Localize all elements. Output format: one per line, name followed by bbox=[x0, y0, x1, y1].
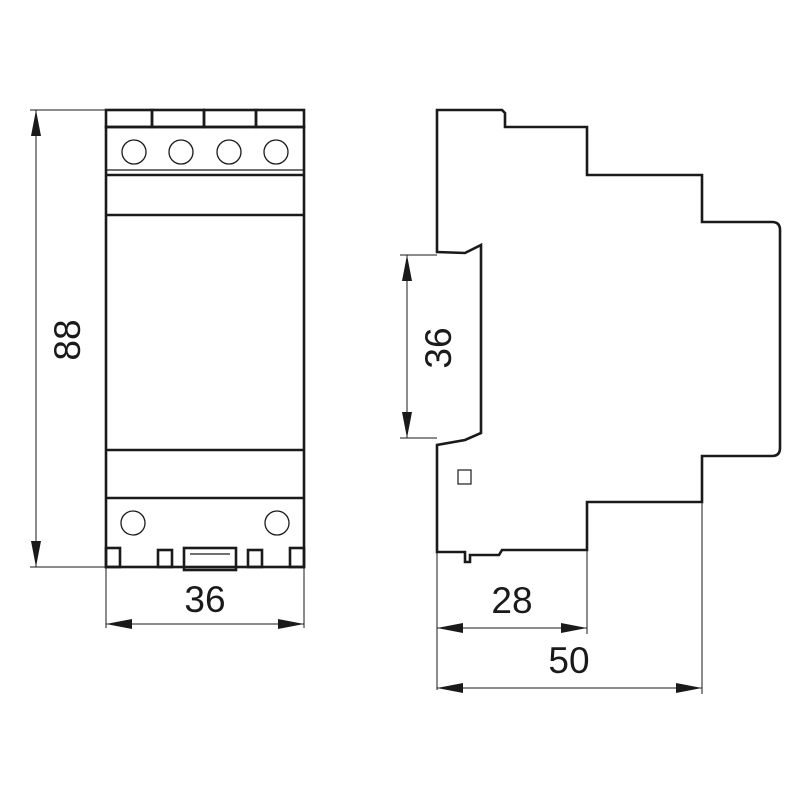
front-width-label: 36 bbox=[184, 579, 225, 620]
side-depth-front-dimension: 28 bbox=[436, 550, 588, 690]
top-terminal-tabs bbox=[104, 108, 306, 129]
terminal-screw-icon bbox=[216, 139, 242, 165]
side-depth-total-dimension: 50 bbox=[437, 502, 703, 694]
terminal-screw-icon bbox=[263, 139, 289, 165]
front-view bbox=[104, 108, 306, 572]
front-height-dimension: 88 bbox=[30, 109, 106, 568]
front-width-dimension: 36 bbox=[105, 567, 305, 629]
rail-height-dimension: 36 bbox=[400, 254, 459, 439]
front-body-outline bbox=[104, 125, 306, 569]
bottom-feet bbox=[104, 546, 306, 572]
rail-height-label: 36 bbox=[418, 327, 459, 368]
side-depth-total-label: 50 bbox=[548, 640, 589, 681]
terminal-screw-icon bbox=[121, 139, 147, 165]
terminal-screw-icon bbox=[264, 510, 290, 536]
terminal-screw-icon bbox=[168, 139, 194, 165]
front-height-label: 88 bbox=[47, 319, 88, 360]
side-view bbox=[435, 108, 782, 564]
side-depth-front-label: 28 bbox=[491, 580, 532, 621]
side-body-outline bbox=[435, 108, 782, 564]
terminal-screw-icon bbox=[120, 510, 146, 536]
side-indicator-square bbox=[457, 469, 472, 485]
